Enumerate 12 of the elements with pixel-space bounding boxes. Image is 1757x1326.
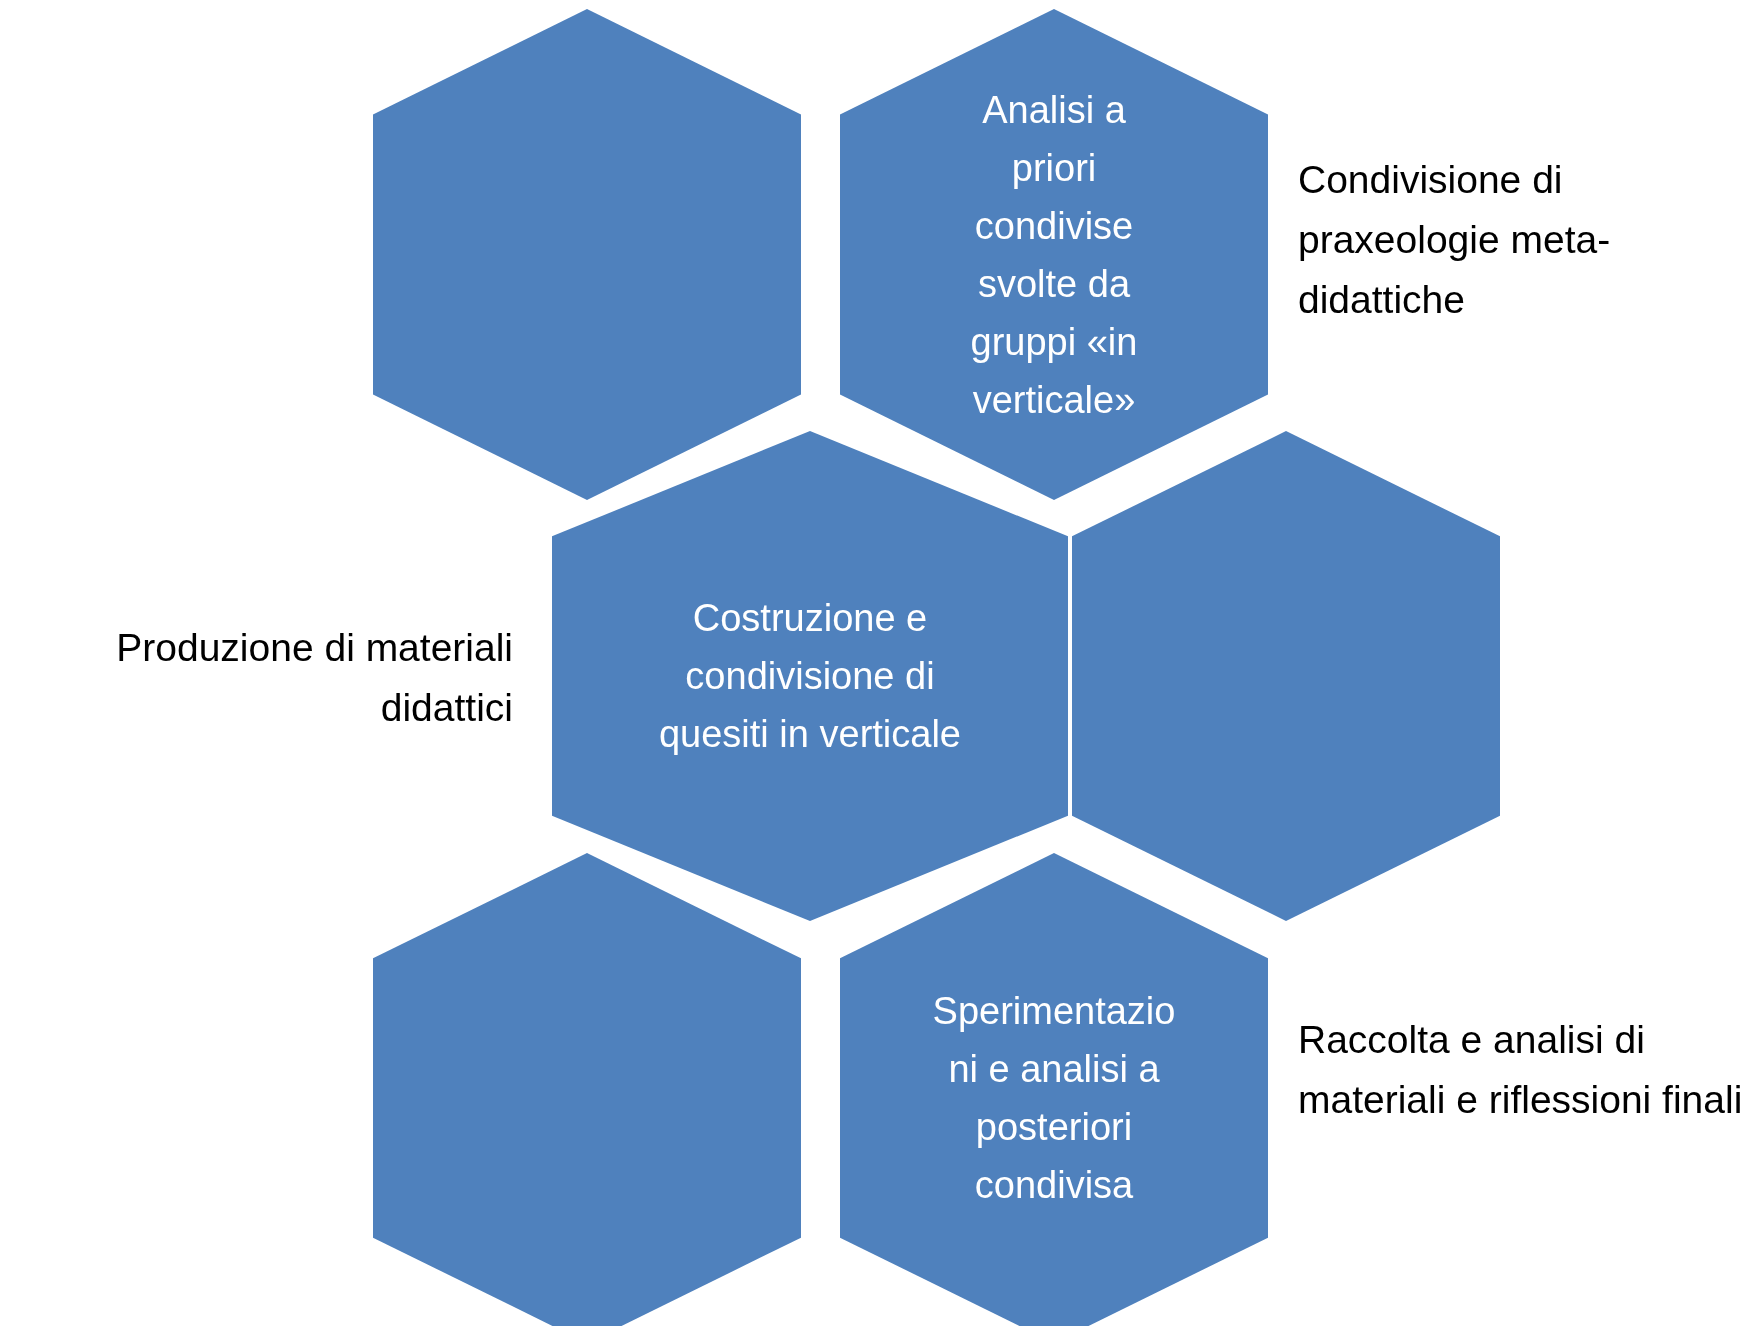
hexagon	[840, 9, 1268, 500]
hexagon	[1072, 431, 1500, 921]
hexagon-label: Sperimentazioni e analisi a posteriori condivisa	[931, 989, 1177, 1208]
hexagon	[373, 9, 801, 500]
side-caption: Raccolta e analisi di materiali e riflessioni finali	[1298, 1017, 1744, 1123]
hexagon-label: Analisi a priori condivise svolte da gruppi «in verticale»	[969, 87, 1139, 423]
side-caption: Condivisione di praxeologie meta-didattiche	[1298, 157, 1612, 323]
hexagon	[373, 853, 801, 1326]
side-caption: Produzione di materiali didattici	[115, 625, 513, 731]
hexagon-label: Costruzione e condivisione di quesiti in verticale	[657, 596, 962, 757]
hexagon	[840, 853, 1268, 1326]
hexagon	[552, 431, 1068, 921]
